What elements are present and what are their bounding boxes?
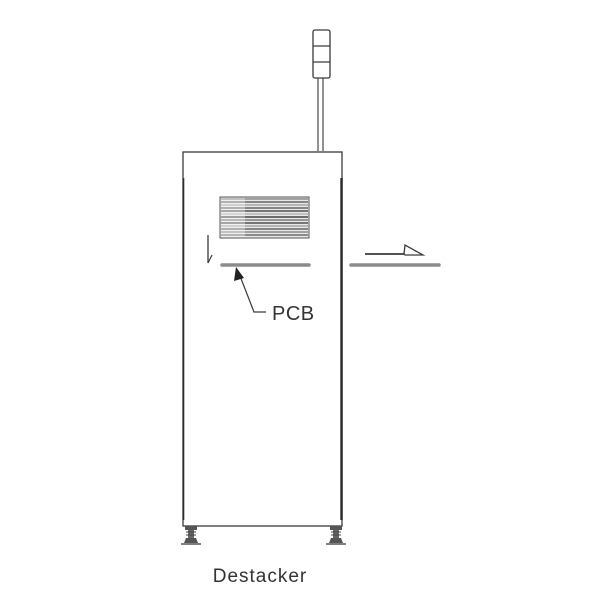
pcb-callout-label: PCB — [272, 303, 315, 325]
pcb-leader-arrow-icon — [234, 267, 266, 313]
signal-tower-icon — [312, 29, 331, 151]
down-arrow-icon — [207, 235, 213, 264]
pcb-stack-icon — [219, 196, 310, 239]
right-foot-icon — [326, 526, 346, 545]
direction-arrow-icon — [403, 243, 426, 256]
outfeed-conveyor — [349, 243, 441, 267]
diagram-title: Destacker — [212, 566, 308, 587]
left-foot-icon — [181, 526, 201, 545]
